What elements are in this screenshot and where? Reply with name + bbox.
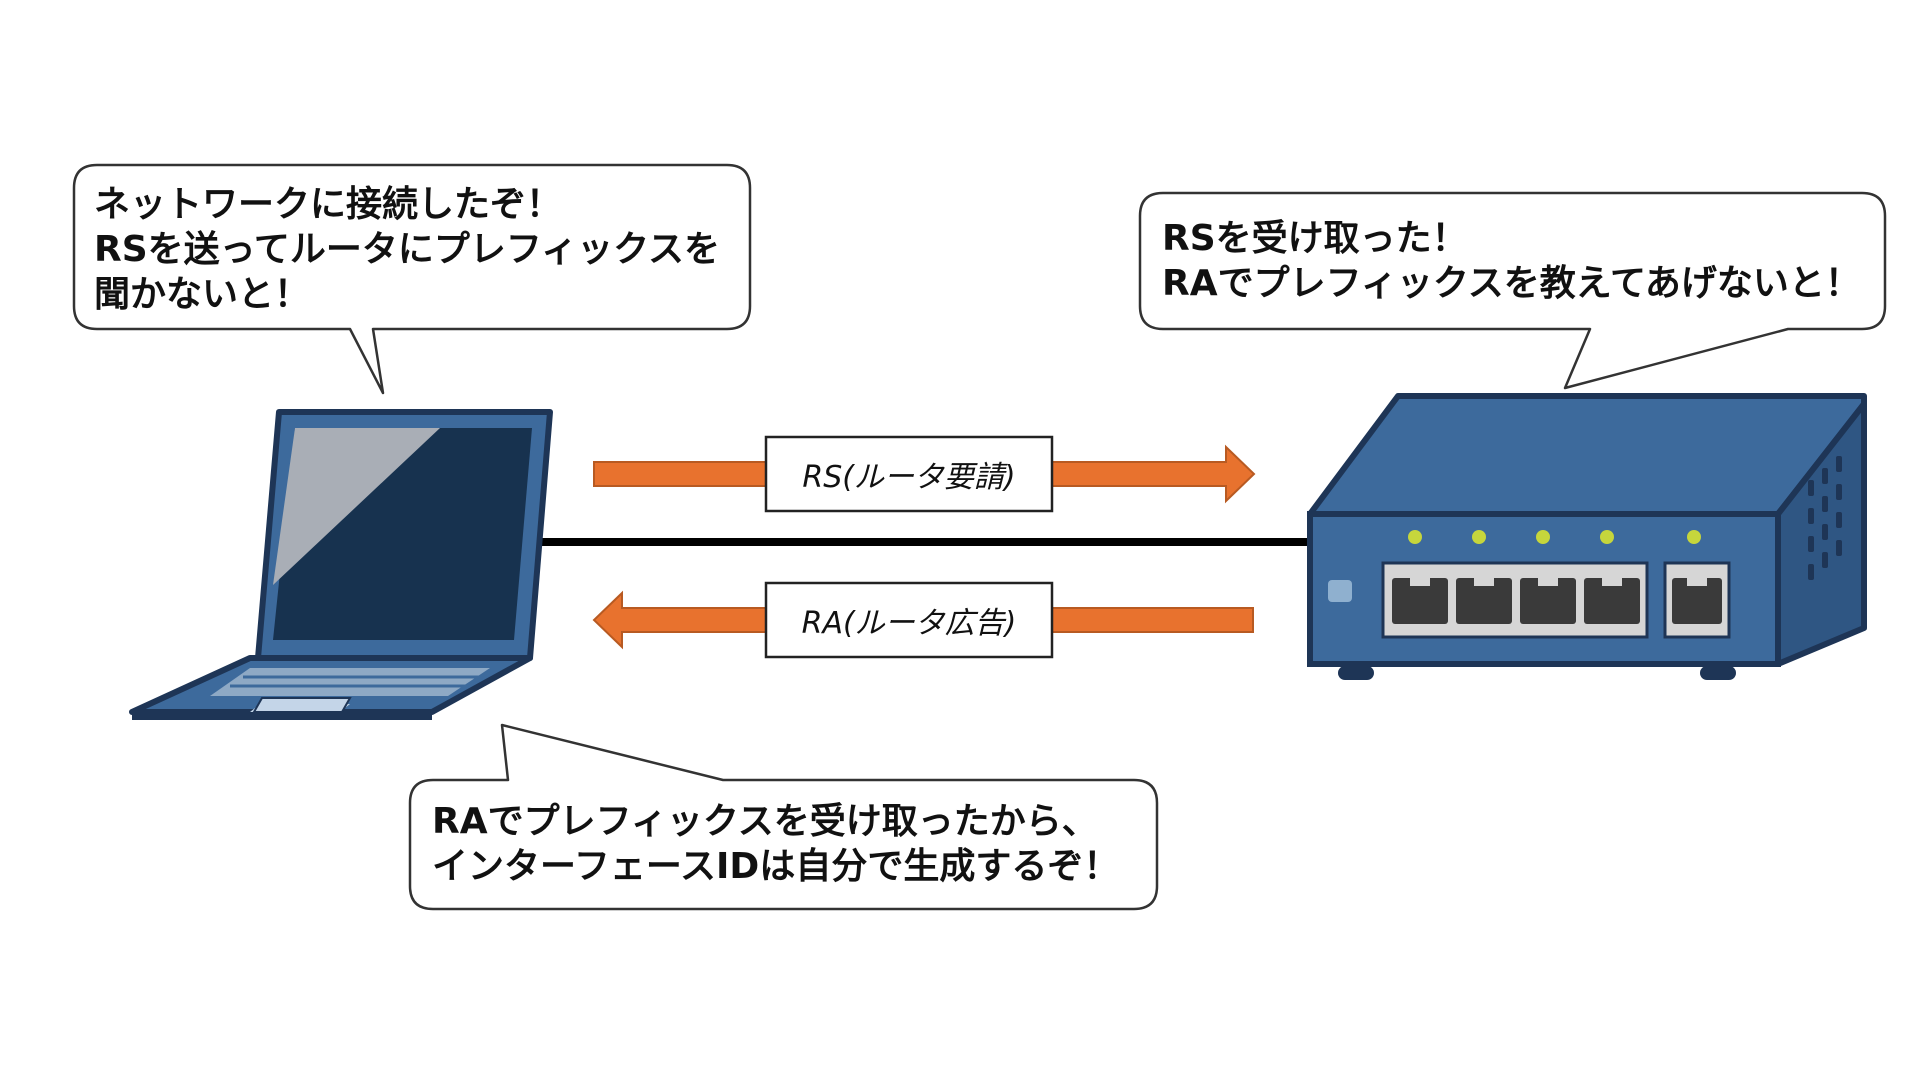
ra-label-box: [764, 581, 1054, 659]
bubble-laptop-top-line-3: 聞かないと！: [94, 274, 311, 315]
bubble-laptop-top-text: ネットワークに接続したぞ！ RSを送ってルータにプレフィックスを 聞かないと！: [94, 182, 720, 317]
bubble-laptop-bottom-shape: [408, 723, 1159, 911]
rs-label-box: [764, 435, 1054, 513]
bubble-router-line-1: RSを受け取った！: [1162, 218, 1468, 259]
ra-label: RA(ルータ広告): [801, 606, 1017, 641]
bubble-laptop-top-shape: [72, 163, 752, 395]
bubble-laptop-bottom-line-1: RAでプレフィックスを受け取ったから、: [432, 801, 1098, 842]
bubble-router-text: RSを受け取った！ RAでプレフィックスを教えてあげないと！: [1162, 216, 1861, 306]
bubble-laptop-top-line-2: RSを送ってルータにプレフィックスを: [94, 229, 721, 270]
bubble-laptop-bottom-line-2: インターフェースIDは自分で生成するぞ！: [432, 846, 1120, 887]
bubble-router-shape: [1138, 191, 1887, 390]
router-icon: [1307, 393, 1867, 680]
bubble-laptop-top-line-1: ネットワークに接続したぞ！: [94, 184, 563, 225]
laptop-icon: [129, 409, 553, 720]
rs-label: RS(ルータ要請): [802, 460, 1016, 495]
bubble-router-line-2: RAでプレフィックスを教えてあげないと！: [1162, 263, 1861, 304]
bubble-laptop-bottom-text: RAでプレフィックスを受け取ったから、 インターフェースIDは自分で生成するぞ！: [432, 799, 1119, 889]
